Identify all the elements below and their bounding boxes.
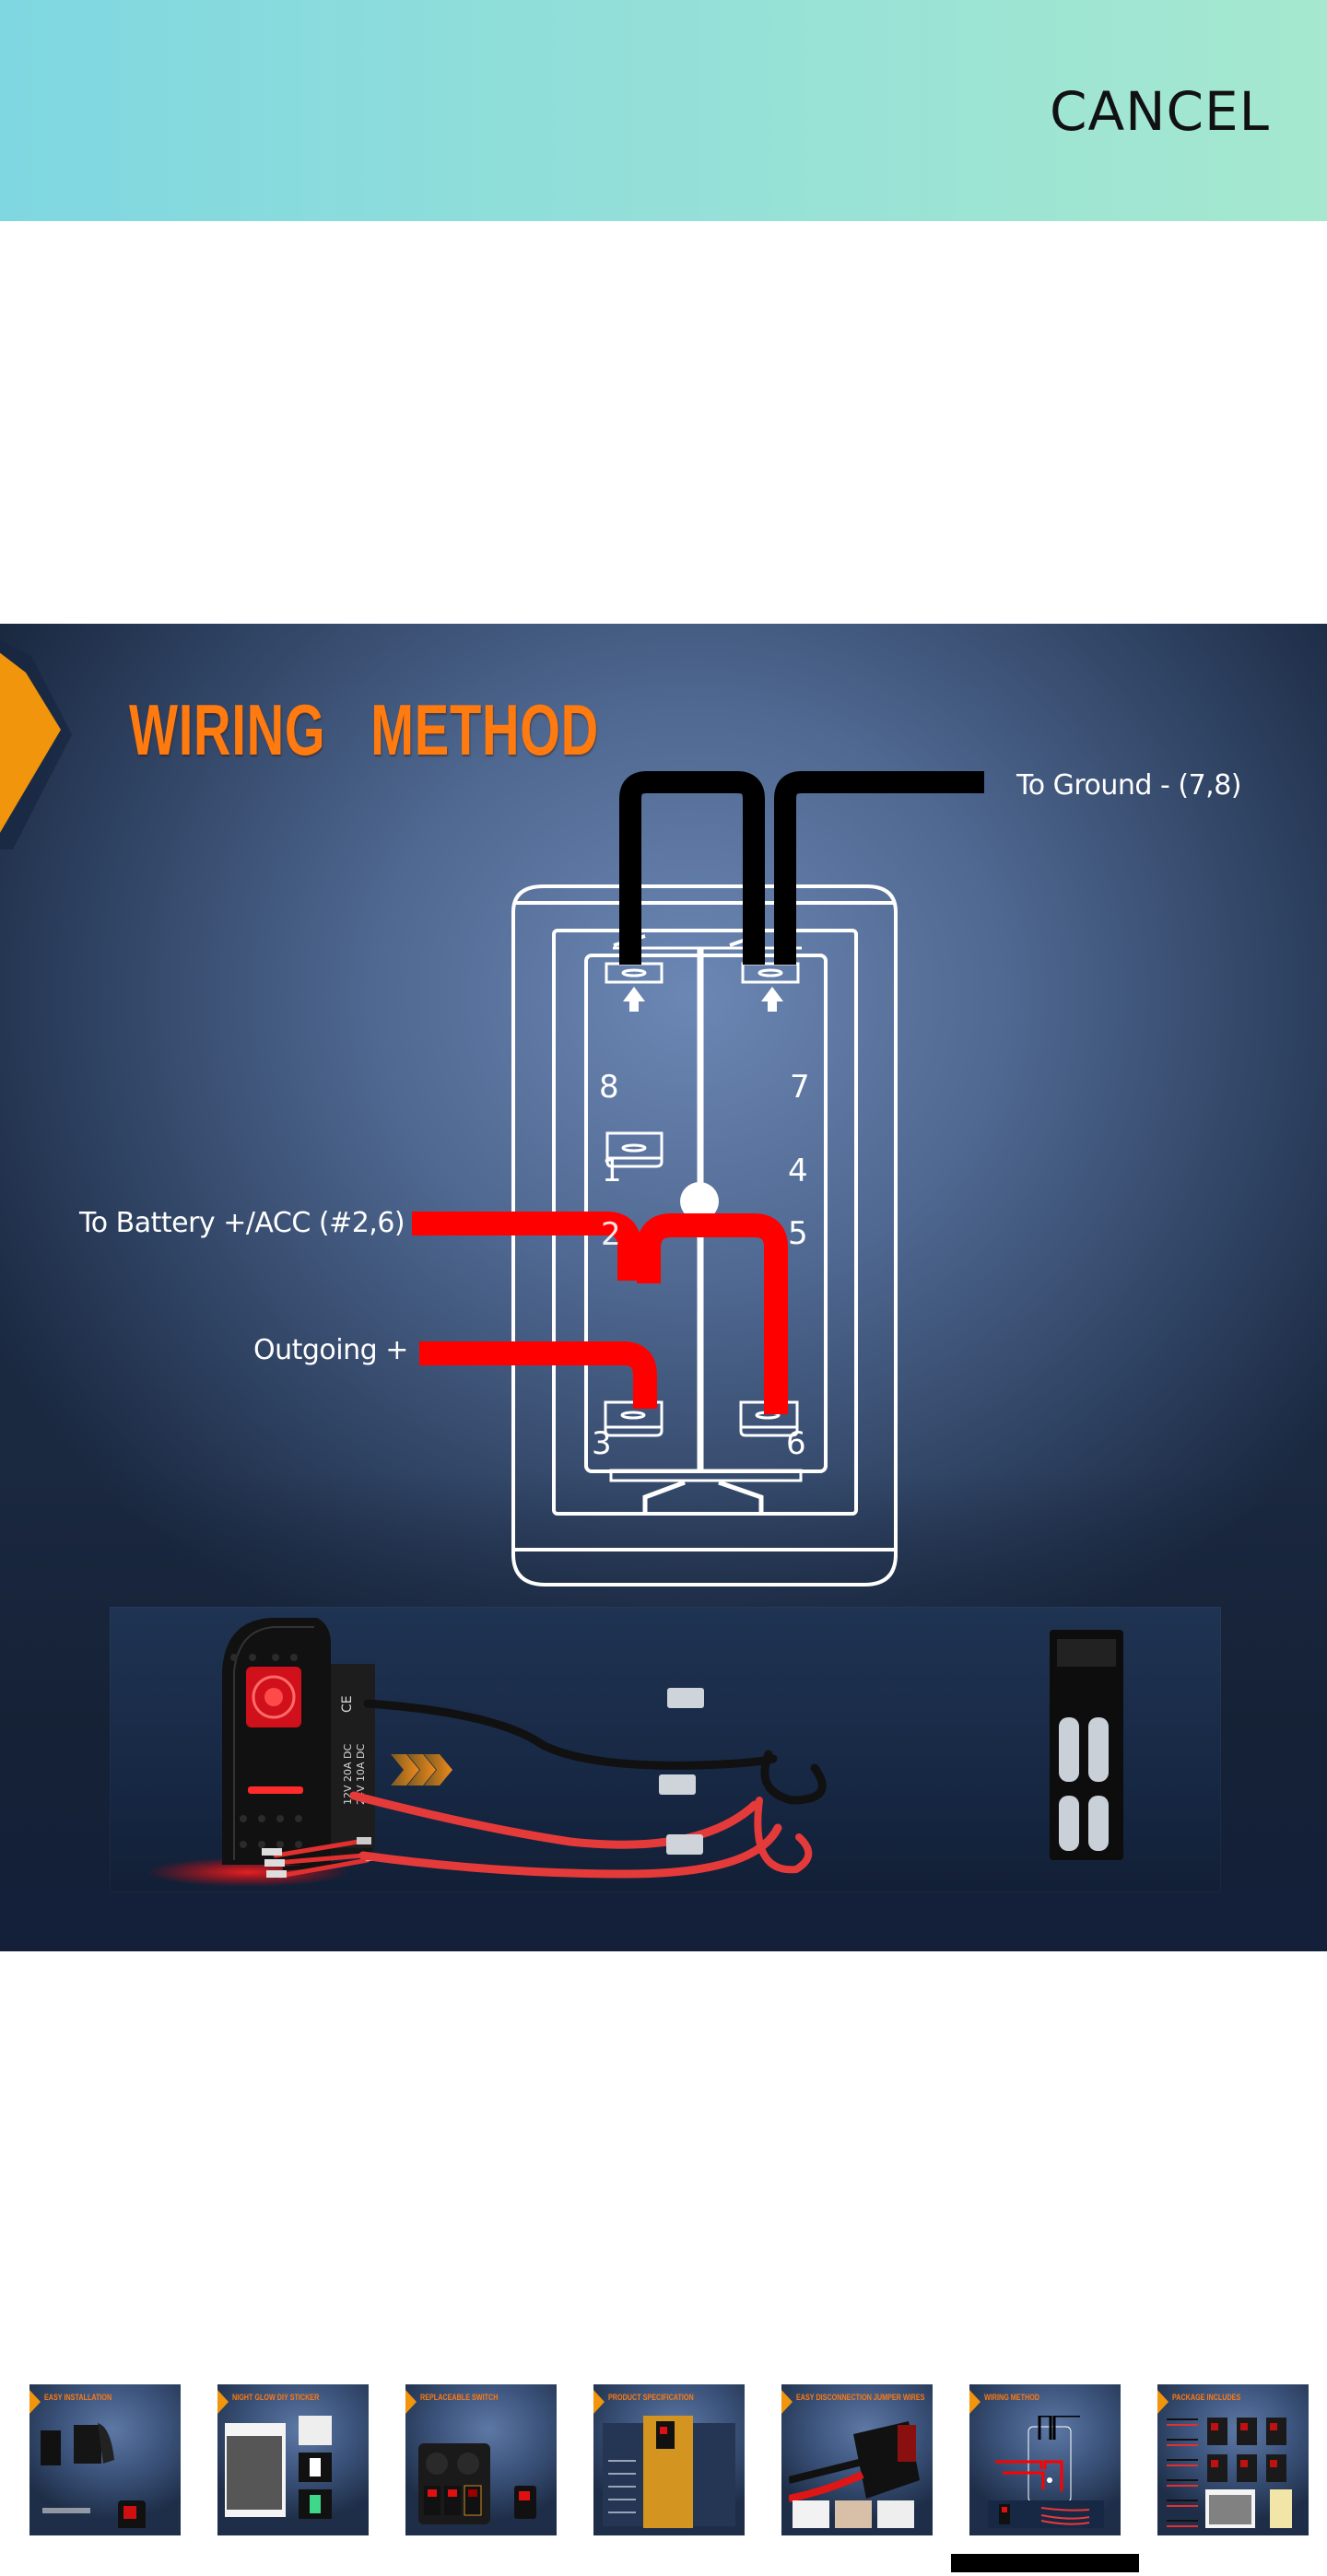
corner-tab-shape (0, 640, 72, 849)
thumbnail-title: WIRING METHOD (984, 2393, 1039, 2402)
pin-label-5: 5 (788, 1215, 808, 1252)
thumbnail-jumper-wires[interactable]: EASY DISCONNECTION JUMPER WIRES (781, 2384, 933, 2535)
ground-wire-8 (619, 771, 765, 965)
pin-label-4: 4 (788, 1153, 808, 1189)
spade-connectors (659, 1688, 704, 1855)
thumbnail-graphic (418, 2443, 536, 2524)
thumbnail-easy-installation[interactable]: EASY INSTALLATION (29, 2384, 181, 2535)
switch-outline (511, 884, 898, 1587)
terminals (604, 962, 800, 1437)
terminal-2 (605, 1131, 664, 1168)
switch-marking-24v: 24V 10A DC (355, 1743, 367, 1805)
thumbnail-title: REPLACEABLE SWITCH (420, 2393, 499, 2402)
thumbnail-title: PRODUCT SPECIFICATION (608, 2393, 694, 2402)
short-jumper-wires (262, 1837, 381, 1879)
cancel-button[interactable]: CANCEL (1049, 80, 1270, 143)
power-wires (408, 1212, 788, 1414)
thumbnail-replaceable-switch[interactable]: REPLACEABLE SWITCH (405, 2384, 557, 2535)
battery-wire (408, 1212, 641, 1281)
product-photo: CE 12V 20A DC 24V 10A DC (147, 1618, 1123, 1887)
pin-label-2: 2 (601, 1216, 621, 1253)
pin-label-3: 3 (592, 1425, 612, 1462)
thumbnail-product-specification[interactable]: PRODUCT SPECIFICATION (593, 2384, 745, 2535)
thumbnail-strip: EASY INSTALLATION NIGHT GLOW DIY STICKER… (0, 2384, 1327, 2535)
thumb-tab-shape (969, 2390, 981, 2414)
thumbnail-graphic (988, 2416, 1104, 2528)
pin-label-1: 1 (602, 1153, 622, 1189)
thumbnail-night-glow-sticker[interactable]: NIGHT GLOW DIY STICKER (217, 2384, 369, 2535)
ground-label: To Ground - (7,8) (1016, 769, 1241, 802)
pin-label-7: 7 (790, 1069, 810, 1106)
thumb-tab-shape (781, 2390, 793, 2414)
thumb-tab-shape (29, 2390, 41, 2414)
switch-marking-12v: 12V 20A DC (342, 1743, 354, 1805)
thumbnail-title: EASY DISCONNECTION JUMPER WIRES (796, 2393, 925, 2402)
image-title: WIRING METHOD (129, 689, 599, 770)
ground-wires (619, 771, 984, 965)
selected-thumbnail-indicator (951, 2554, 1139, 2572)
arrow-up-icon (623, 987, 645, 1012)
chevrons-right-icon (391, 1754, 452, 1786)
up-arrows (623, 987, 783, 1012)
thumbnail-title: EASY INSTALLATION (44, 2393, 112, 2402)
terminal-7 (741, 962, 800, 984)
outgoing-label: Outgoing + (253, 1334, 408, 1366)
switch-marking-ce: CE (340, 1695, 355, 1713)
thumb-tab-shape (1157, 2390, 1168, 2414)
wiring-diagram (408, 771, 984, 1587)
thumbnail-graphic (225, 2416, 332, 2519)
thumb-tab-shape (217, 2390, 229, 2414)
terminal-3 (604, 1400, 664, 1437)
pin-label-8: 8 (599, 1069, 619, 1106)
battery-wire-end (412, 1212, 440, 1235)
terminal-6 (739, 1400, 799, 1437)
thumb-tab-shape (405, 2390, 417, 2414)
thumb-tab-shape (593, 2390, 605, 2414)
thumbnail-graphic (41, 2423, 146, 2528)
thumbnail-title: NIGHT GLOW DIY STICKER (232, 2393, 320, 2402)
thumbnail-graphic (789, 2421, 920, 2528)
thumbnail-title: PACKAGE INCLUDES (1172, 2393, 1241, 2402)
main-product-image[interactable]: WIRING METHOD (0, 624, 1327, 1951)
pivot-dot (680, 1182, 719, 1221)
terminal-8 (605, 962, 664, 984)
ground-wire-7 (774, 771, 984, 965)
thumbnail-package-includes[interactable]: PACKAGE INCLUDES (1157, 2384, 1309, 2535)
red-indicator-bar (248, 1786, 303, 1794)
top-bar: CANCEL (0, 0, 1327, 221)
long-jumper-wires (349, 1699, 827, 1879)
thumbnail-graphic (1167, 2418, 1292, 2528)
outgoing-wire (419, 1341, 657, 1409)
pin-label-6: 6 (786, 1425, 806, 1462)
thumbnail-wiring-method[interactable]: WIRING METHOD (969, 2384, 1121, 2535)
battery-wire-jumper (637, 1213, 788, 1414)
arrow-up-icon (761, 987, 783, 1012)
battery-label: To Battery +/ACC (#2,6) (79, 1207, 405, 1239)
product-photo-strip: CE 12V 20A DC 24V 10A DC (110, 1607, 1221, 1892)
thumbnail-graphic (603, 2416, 735, 2528)
